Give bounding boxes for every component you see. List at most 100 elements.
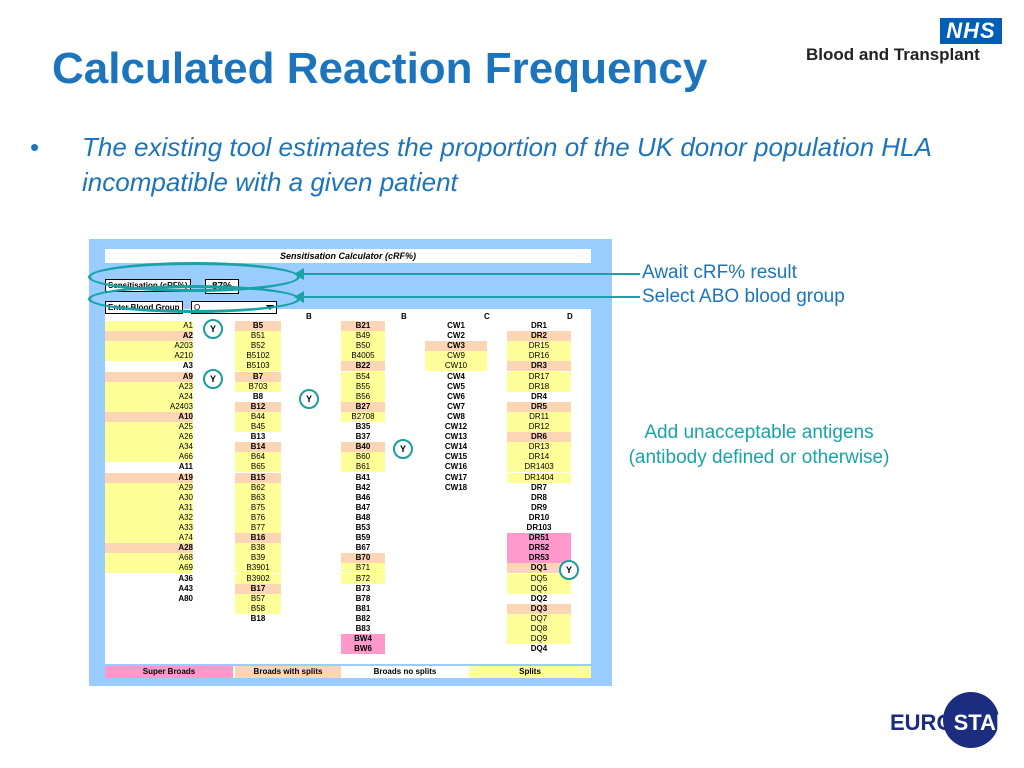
antigen-cell-a11[interactable]: A11 [105,462,193,473]
antigen-cell-b38[interactable]: B38 [235,543,281,554]
antigen-cell-a34[interactable]: A34 [105,442,193,453]
antigen-cell-b17[interactable]: B17 [235,583,281,594]
antigen-cell-cw4[interactable]: CW4 [425,371,487,382]
antigen-cell-cw17[interactable]: CW17 [425,472,487,483]
antigen-cell-dq2[interactable]: DQ2 [507,593,571,604]
antigen-cell-cw10[interactable]: CW10 [425,361,487,372]
antigen-cell-b63[interactable]: B63 [235,492,281,503]
antigen-cell-b21[interactable]: B21 [341,321,385,331]
selected-antigen-marker-dq1[interactable]: Y [559,560,579,580]
antigen-cell-b14[interactable]: B14 [235,442,281,453]
antigen-cell-dq7[interactable]: DQ7 [507,613,571,624]
antigen-cell-b3901[interactable]: B3901 [235,563,281,574]
antigen-cell-cw15[interactable]: CW15 [425,452,487,463]
antigen-cell-dq1[interactable]: DQ1 [507,563,571,574]
antigen-cell-a24[interactable]: A24 [105,391,193,402]
antigen-cell-b5102[interactable]: B5102 [235,351,281,362]
antigen-cell-a74[interactable]: A74 [105,533,193,544]
antigen-cell-b27[interactable]: B27 [341,401,385,412]
antigen-cell-a31[interactable]: A31 [105,502,193,513]
antigen-cell-b52[interactable]: B52 [235,341,281,352]
antigen-cell-cw6[interactable]: CW6 [425,391,487,402]
antigen-cell-dr9[interactable]: DR9 [507,502,571,513]
antigen-cell-b47[interactable]: B47 [341,502,385,513]
antigen-cell-cw1[interactable]: CW1 [425,321,487,331]
antigen-cell-dr14[interactable]: DR14 [507,452,571,463]
antigen-cell-dr103[interactable]: DR103 [507,523,571,533]
antigen-cell-dr10[interactable]: DR10 [507,512,571,523]
antigen-cell-b56[interactable]: B56 [341,391,385,402]
antigen-cell-dq5[interactable]: DQ5 [507,573,571,584]
antigen-cell-dr4[interactable]: DR4 [507,391,571,402]
antigen-cell-b12[interactable]: B12 [235,401,281,412]
antigen-cell-dr1[interactable]: DR1 [507,321,571,331]
antigen-cell-cw2[interactable]: CW2 [425,331,487,342]
antigen-cell-a68[interactable]: A68 [105,553,193,564]
antigen-cell-dq9[interactable]: DQ9 [507,634,571,645]
antigen-cell-b64[interactable]: B64 [235,452,281,463]
antigen-cell-cw14[interactable]: CW14 [425,442,487,453]
antigen-cell-a80[interactable]: A80 [105,593,193,604]
antigen-cell-b8[interactable]: B8 [235,391,281,402]
antigen-cell-b16[interactable]: B16 [235,533,281,544]
antigen-cell-dr17[interactable]: DR17 [507,371,571,382]
antigen-cell-b82[interactable]: B82 [341,613,385,624]
antigen-cell-a36[interactable]: A36 [105,573,193,584]
antigen-cell-dq8[interactable]: DQ8 [507,624,571,634]
antigen-cell-b18[interactable]: B18 [235,613,281,624]
antigen-cell-b58[interactable]: B58 [235,603,281,614]
antigen-cell-a19[interactable]: A19 [105,472,193,483]
antigen-cell-a25[interactable]: A25 [105,422,193,432]
antigen-cell-b15[interactable]: B15 [235,472,281,483]
antigen-cell-dr11[interactable]: DR11 [507,411,571,422]
antigen-cell-b61[interactable]: B61 [341,462,385,473]
antigen-cell-b7[interactable]: B7 [235,371,281,382]
antigen-cell-dr1404[interactable]: DR1404 [507,472,571,483]
antigen-cell-cw7[interactable]: CW7 [425,401,487,412]
antigen-cell-b44[interactable]: B44 [235,411,281,422]
antigen-cell-bw6[interactable]: BW6 [341,644,385,655]
antigen-cell-a1[interactable]: A1 [105,321,193,331]
antigen-cell-dr51[interactable]: DR51 [507,533,571,544]
selected-antigen-marker-b40[interactable]: Y [393,439,413,459]
antigen-cell-a29[interactable]: A29 [105,482,193,493]
antigen-cell-dr3[interactable]: DR3 [507,361,571,372]
antigen-cell-a23[interactable]: A23 [105,381,193,392]
antigen-cell-dr7[interactable]: DR7 [507,482,571,493]
selected-antigen-marker-a1[interactable]: Y [203,319,223,339]
antigen-cell-a30[interactable]: A30 [105,492,193,503]
antigen-cell-a33[interactable]: A33 [105,523,193,533]
antigen-cell-cw13[interactable]: CW13 [425,432,487,443]
antigen-cell-b37[interactable]: B37 [341,432,385,443]
antigen-cell-b53[interactable]: B53 [341,523,385,533]
antigen-cell-dr18[interactable]: DR18 [507,381,571,392]
antigen-cell-b35[interactable]: B35 [341,422,385,432]
antigen-cell-cw5[interactable]: CW5 [425,381,487,392]
antigen-cell-b75[interactable]: B75 [235,502,281,513]
antigen-cell-dr2[interactable]: DR2 [507,331,571,342]
selected-antigen-marker-b8[interactable]: Y [299,389,319,409]
antigen-cell-cw8[interactable]: CW8 [425,411,487,422]
antigen-cell-b55[interactable]: B55 [341,381,385,392]
antigen-cell-dr13[interactable]: DR13 [507,442,571,453]
antigen-cell-b72[interactable]: B72 [341,573,385,584]
antigen-cell-b2708[interactable]: B2708 [341,411,385,422]
antigen-cell-b76[interactable]: B76 [235,512,281,523]
antigen-cell-b45[interactable]: B45 [235,422,281,432]
antigen-cell-cw9[interactable]: CW9 [425,351,487,362]
antigen-cell-b41[interactable]: B41 [341,472,385,483]
antigen-cell-bw4[interactable]: BW4 [341,634,385,645]
antigen-cell-b70[interactable]: B70 [341,553,385,564]
antigen-cell-b51[interactable]: B51 [235,331,281,342]
antigen-cell-b59[interactable]: B59 [341,533,385,544]
antigen-cell-b65[interactable]: B65 [235,462,281,473]
antigen-cell-a210[interactable]: A210 [105,351,193,362]
antigen-cell-b13[interactable]: B13 [235,432,281,443]
antigen-cell-b62[interactable]: B62 [235,482,281,493]
antigen-cell-a69[interactable]: A69 [105,563,193,574]
antigen-cell-cw18[interactable]: CW18 [425,482,487,493]
antigen-cell-a43[interactable]: A43 [105,583,193,594]
antigen-cell-a26[interactable]: A26 [105,432,193,443]
antigen-cell-dq6[interactable]: DQ6 [507,583,571,594]
antigen-cell-a10[interactable]: A10 [105,411,193,422]
